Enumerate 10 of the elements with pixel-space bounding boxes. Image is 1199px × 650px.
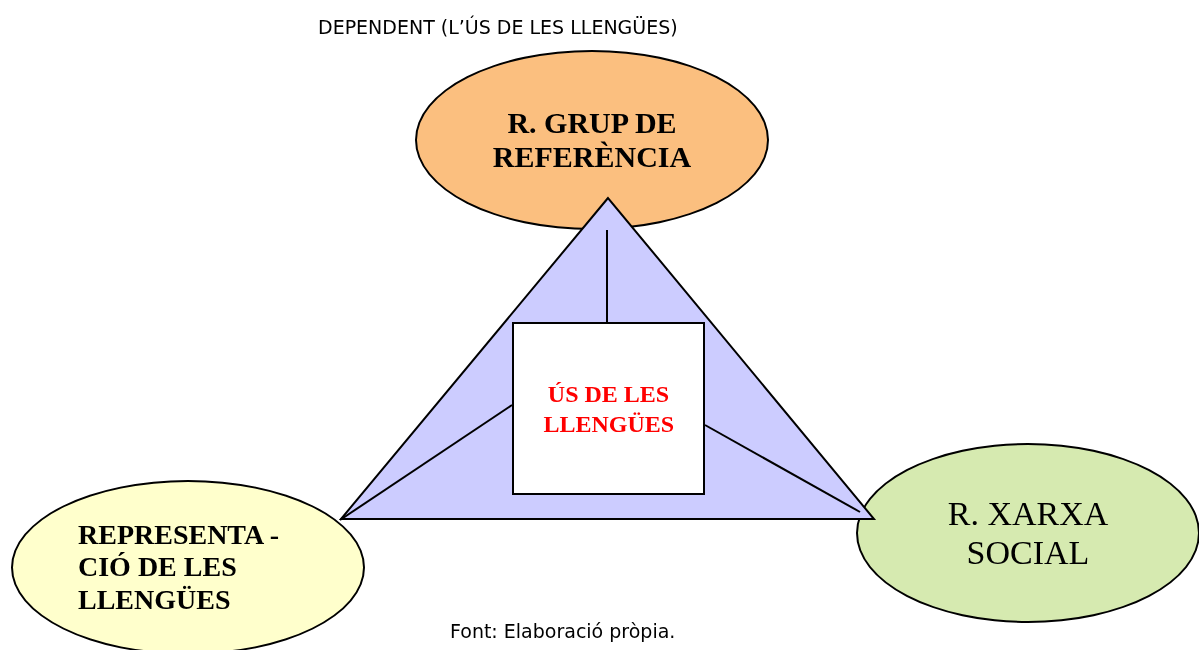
node-text: ÚS DE LES LLENGÜES: [543, 379, 674, 439]
node-text: R. XARXA SOCIAL: [946, 493, 1110, 573]
source-caption: Font: Elaboració pròpia.: [450, 620, 676, 642]
center-box: [512, 322, 705, 495]
connector-line: [704, 424, 861, 513]
connector-line: [606, 229, 608, 323]
diagram-title: DEPENDENT (L’ÚS DE LES LLENGÜES): [318, 16, 678, 38]
connector-line: [339, 404, 513, 521]
node-text: REPRESENTA -CIÓ DE LES LLENGÜES: [78, 519, 280, 616]
node-text: R. GRUP DE REFERÈNCIA: [491, 105, 693, 175]
